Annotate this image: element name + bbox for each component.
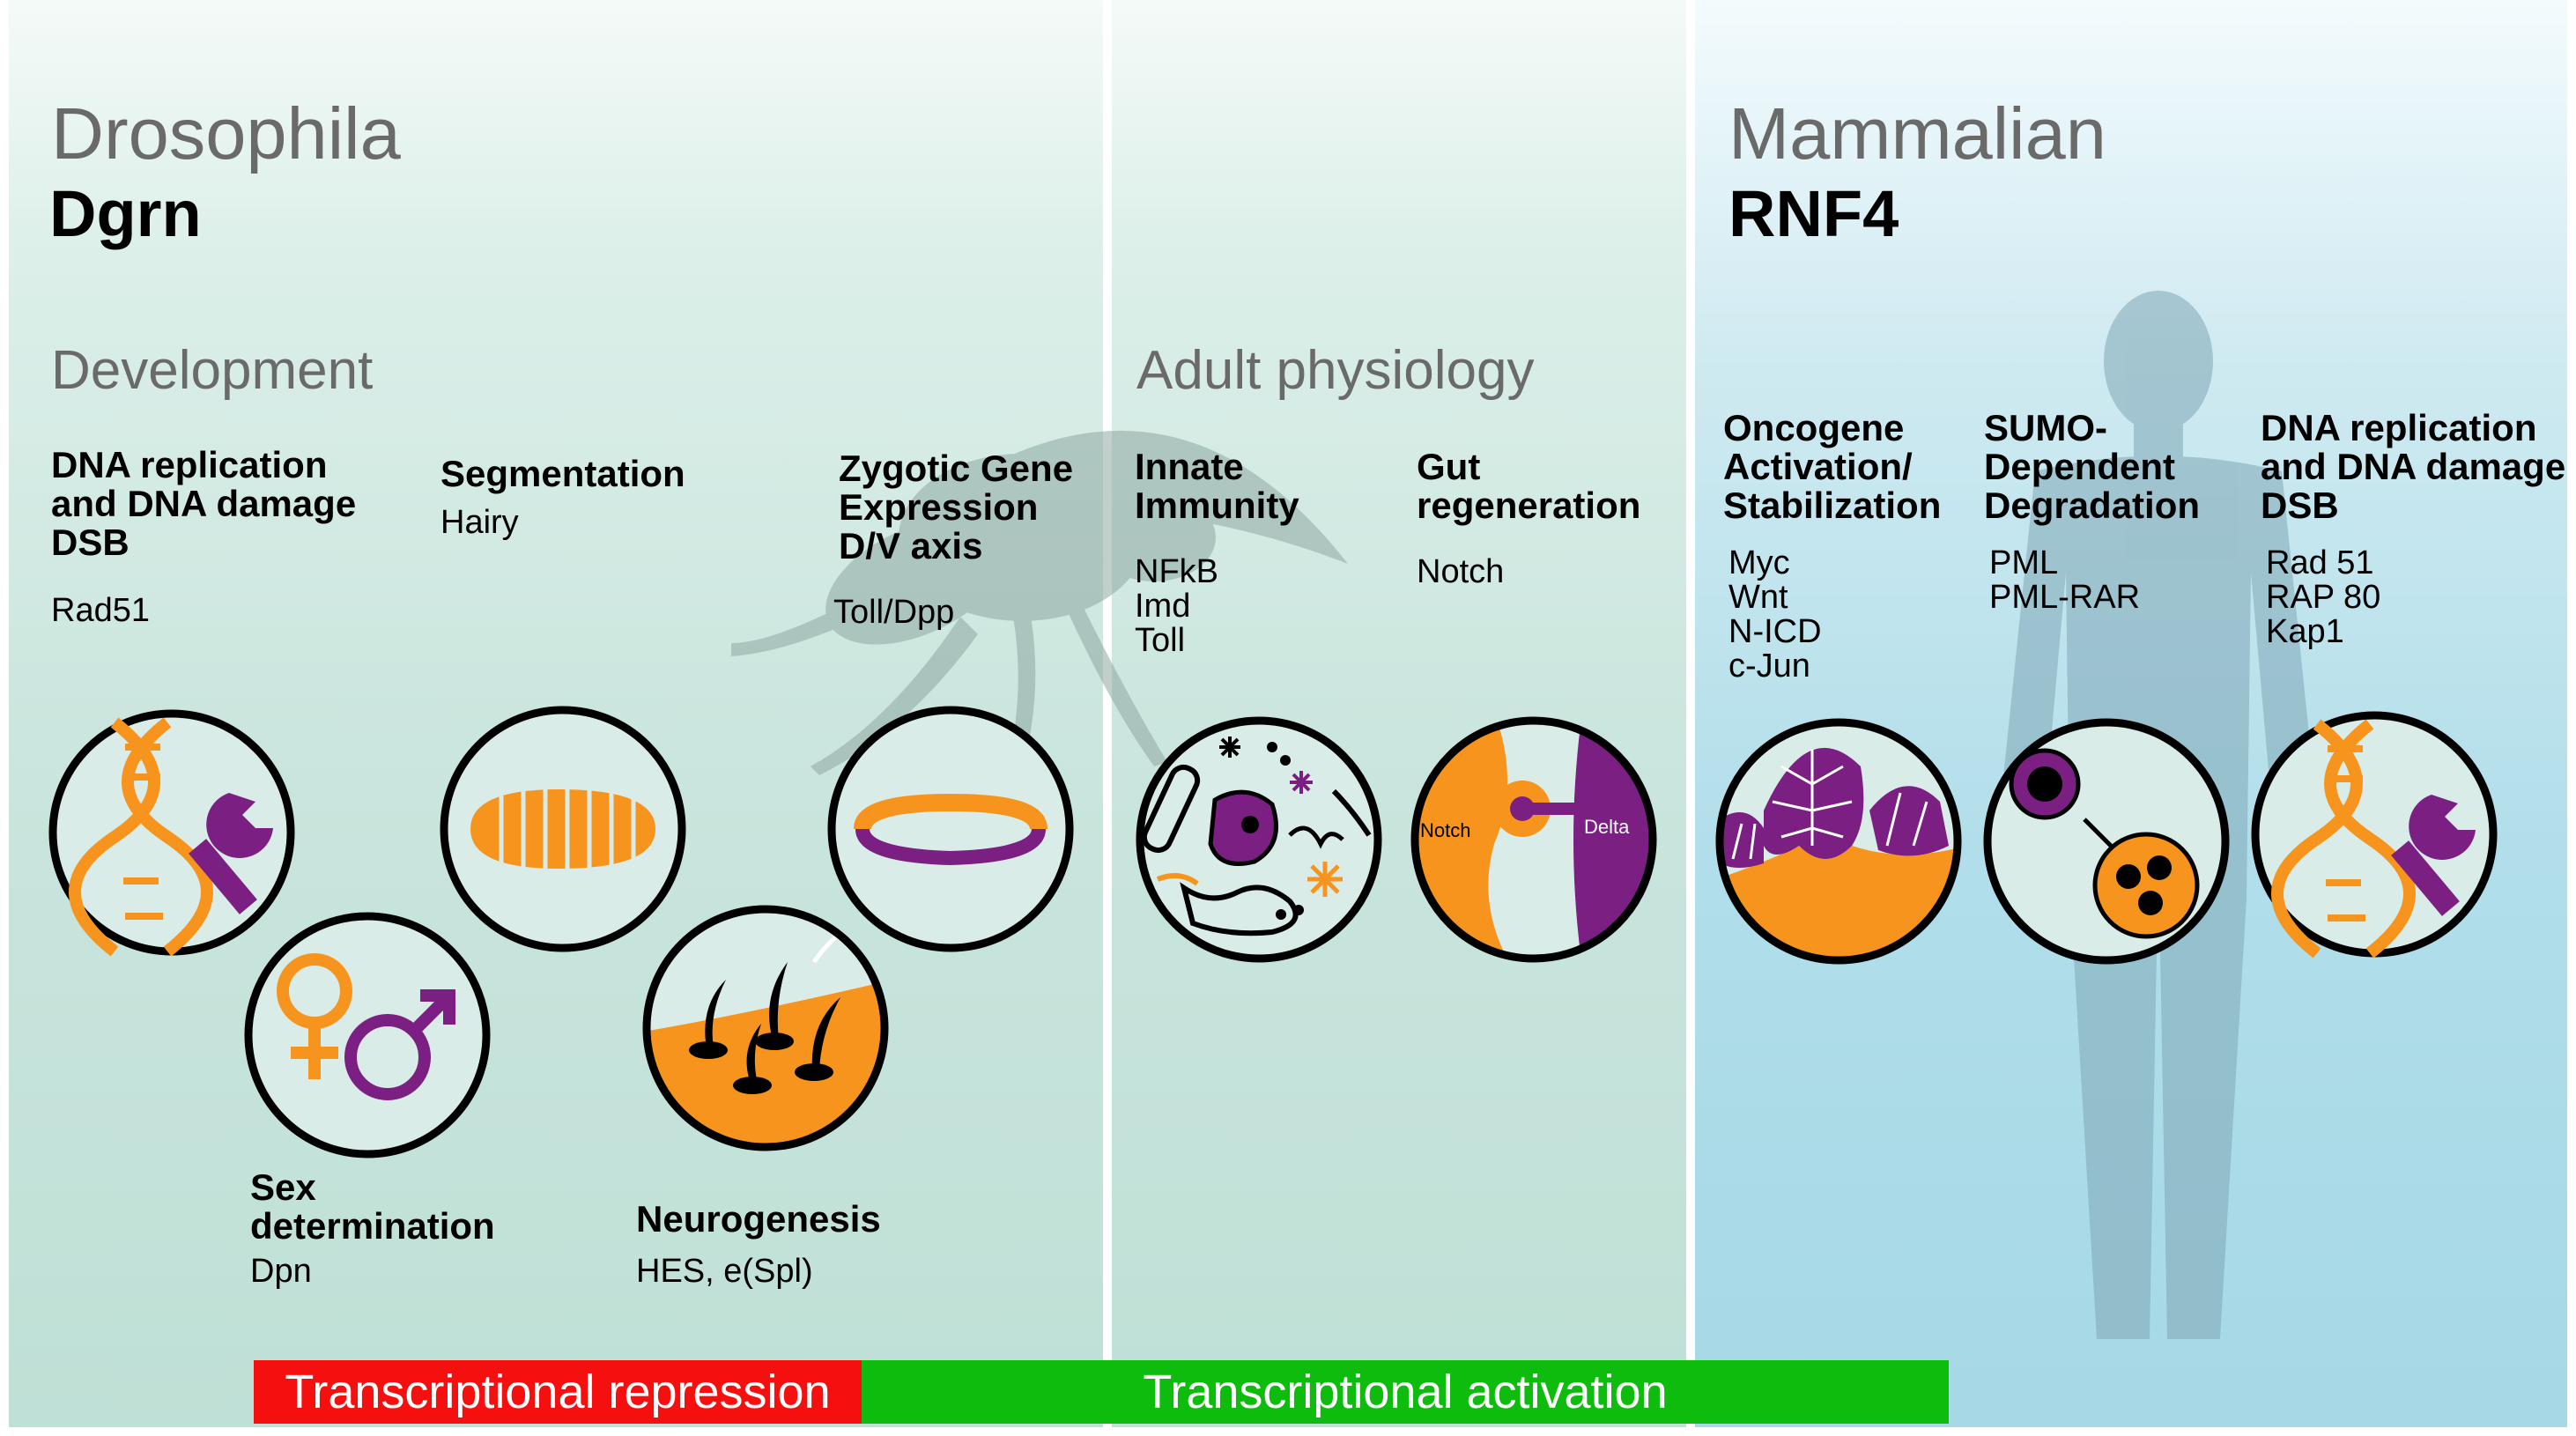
dna-damage-title: DNA replication and DNA damage DSB: [51, 444, 357, 563]
sex-determination-title: Sex determination: [250, 1166, 495, 1247]
segmentation-genes: Hairy: [440, 504, 519, 541]
oncogene-title: Oncogene Activation/ Stabilization: [1723, 407, 1942, 526]
transcriptional-repression-bar: Transcriptional repression: [254, 1360, 862, 1424]
segmented-embryo-icon: [440, 706, 686, 952]
transcriptional-activation-bar: Transcriptional activation: [862, 1360, 1949, 1424]
development-heading: Development: [51, 340, 374, 401]
delta-label: Delta: [1584, 816, 1630, 838]
drosophila-title: Drosophila: [51, 93, 401, 174]
mammal-dna-damage-title: DNA replication and DNA damage DSB: [2261, 407, 2566, 526]
sumo-genes: PML PML-RAR: [1989, 544, 2141, 616]
neurogenesis-bristles-icon: [642, 905, 889, 1151]
segmentation-title: Segmentation: [440, 453, 685, 494]
zygotic-title: Zygotic Gene Expression D/V axis: [839, 448, 1074, 566]
drosophila-panel: [9, 0, 1690, 1427]
dna-damage-genes: Rad51: [51, 592, 150, 629]
sumo-degradation-icon: [1983, 718, 2230, 965]
sex-determination-genes: Dpn: [250, 1253, 312, 1290]
mammalian-title: Mammalian: [1728, 93, 2106, 174]
sex-symbols-icon: [244, 912, 491, 1158]
neurogenesis-title: Neurogenesis: [636, 1198, 881, 1240]
innate-immunity-genes: NFkB Imd Toll: [1135, 553, 1218, 659]
dgrn-title: Dgrn: [49, 177, 202, 250]
sumo-title: SUMO- Dependent Degradation: [1984, 407, 2201, 526]
zygotic-genes: Toll/Dpp: [833, 594, 955, 631]
dv-axis-embryo-icon: [827, 706, 1074, 952]
dna-repair-icon: [48, 709, 295, 957]
mammal-dna-damage-genes: Rad 51 RAP 80 Kap1: [2266, 544, 2381, 650]
neurogenesis-genes: HES, e(Spl): [636, 1253, 813, 1290]
species-divider: [1686, 0, 1695, 1427]
innate-immunity-title: Innate Immunity: [1135, 446, 1299, 526]
oncogene-genes: Myc Wnt N-ICD c-Jun: [1728, 544, 1822, 685]
adult-physiology-heading: Adult physiology: [1136, 340, 1535, 401]
notch-delta-icon: Notch Delta: [1410, 716, 1657, 963]
development-adult-divider: [1103, 0, 1112, 1427]
mammal-dna-repair-icon: [2251, 711, 2498, 959]
notch-label: Notch: [1420, 819, 1470, 841]
gut-regeneration-genes: Notch: [1417, 553, 1505, 590]
fly-silhouette-icon: [731, 430, 1348, 833]
gut-regeneration-title: Gut regeneration: [1417, 446, 1641, 526]
innate-immunity-cells-icon: [1136, 716, 1382, 963]
rnf4-title: RNF4: [1728, 177, 1899, 250]
oncogene-tissue-icon: [1715, 718, 1962, 965]
